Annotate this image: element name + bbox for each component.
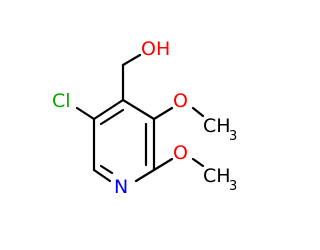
hydroxyl-label: OH	[141, 38, 170, 60]
bond-o-ch3-upper	[191, 106, 205, 118]
bond-n-c6	[92, 168, 112, 183]
bond-ch2-oh	[121, 53, 142, 67]
bond-c5-cl	[75, 106, 96, 121]
bonds	[75, 53, 205, 183]
bond-n-c6-inner	[99, 164, 114, 175]
methoxy-lower-ch-label: CH	[203, 165, 231, 187]
bond-c3-o	[152, 106, 174, 121]
bond-o-ch3-lower	[191, 157, 205, 168]
bond-c4-c3	[121, 98, 156, 121]
methoxy-lower-oxygen-label: O	[173, 142, 188, 164]
bond-c2-o	[152, 157, 174, 172]
bond-c5-c4-inner	[99, 108, 125, 126]
methoxy-upper-subscript: 3	[229, 129, 237, 144]
methoxy-upper-ch-label: CH	[203, 115, 231, 137]
bond-c2-n	[134, 168, 156, 183]
structure-diagram: OH Cl O CH 3 O CH 3 N	[52, 38, 237, 198]
methoxy-lower-subscript: 3	[229, 179, 237, 194]
chlorine-label: Cl	[52, 90, 71, 112]
methoxy-upper-oxygen-label: O	[173, 90, 188, 112]
nitrogen-label: N	[114, 176, 128, 198]
bond-c5-c4	[92, 98, 125, 121]
